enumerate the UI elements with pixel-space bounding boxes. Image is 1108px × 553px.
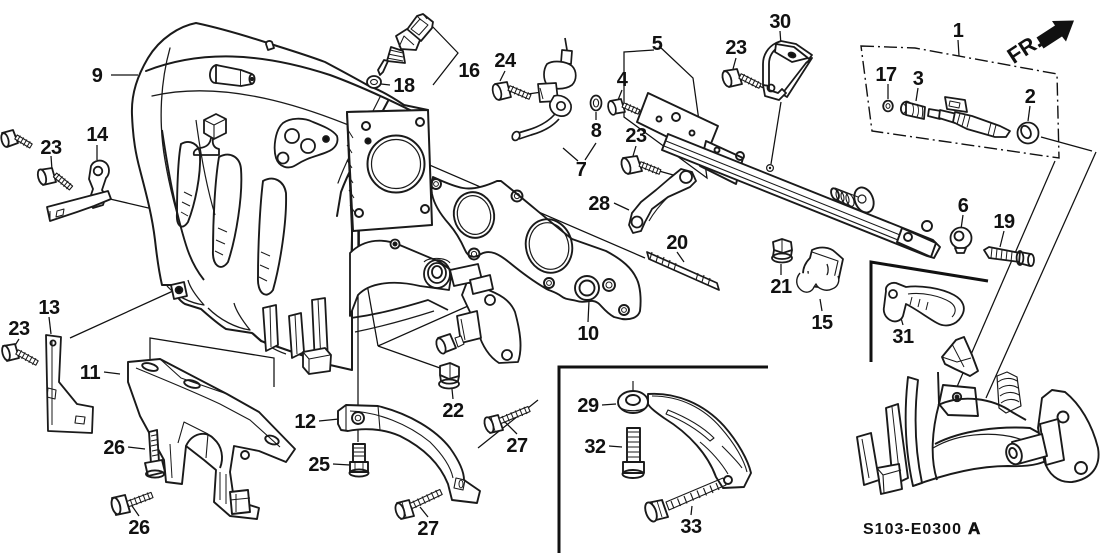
svg-text:17: 17 xyxy=(875,64,897,86)
svg-text:27: 27 xyxy=(506,435,528,457)
svg-text:12: 12 xyxy=(294,411,316,433)
svg-text:24: 24 xyxy=(494,50,517,72)
svg-text:15: 15 xyxy=(811,312,833,334)
svg-text:5: 5 xyxy=(652,33,663,55)
svg-text:10: 10 xyxy=(577,323,599,345)
svg-text:26: 26 xyxy=(103,437,125,459)
svg-text:26: 26 xyxy=(128,517,150,539)
svg-text:31: 31 xyxy=(892,326,914,348)
svg-text:30: 30 xyxy=(769,11,791,33)
svg-text:28: 28 xyxy=(588,193,610,215)
svg-text:25: 25 xyxy=(308,454,330,476)
svg-text:29: 29 xyxy=(577,395,599,417)
svg-text:13: 13 xyxy=(38,297,60,319)
svg-text:23: 23 xyxy=(40,137,62,159)
svg-text:2: 2 xyxy=(1025,86,1036,108)
svg-text:16: 16 xyxy=(458,60,480,82)
svg-text:18: 18 xyxy=(393,75,415,97)
svg-text:33: 33 xyxy=(680,516,702,538)
svg-text:21: 21 xyxy=(770,276,792,298)
svg-text:4: 4 xyxy=(617,69,629,91)
svg-text:32: 32 xyxy=(584,436,606,458)
svg-text:23: 23 xyxy=(8,318,30,340)
svg-text:20: 20 xyxy=(666,232,688,254)
svg-text:23: 23 xyxy=(625,125,647,147)
svg-text:1: 1 xyxy=(953,20,964,42)
svg-text:A: A xyxy=(968,519,980,538)
svg-text:S103-E0300: S103-E0300 xyxy=(863,521,962,538)
svg-text:11: 11 xyxy=(80,362,101,384)
svg-text:23: 23 xyxy=(725,37,747,59)
svg-text:27: 27 xyxy=(417,518,439,540)
svg-text:6: 6 xyxy=(958,195,969,217)
svg-text:3: 3 xyxy=(913,68,924,90)
svg-text:9: 9 xyxy=(92,65,103,87)
svg-text:19: 19 xyxy=(993,211,1015,233)
svg-text:14: 14 xyxy=(86,124,109,146)
svg-text:8: 8 xyxy=(591,120,602,142)
svg-text:7: 7 xyxy=(576,159,587,181)
svg-text:22: 22 xyxy=(442,400,464,422)
